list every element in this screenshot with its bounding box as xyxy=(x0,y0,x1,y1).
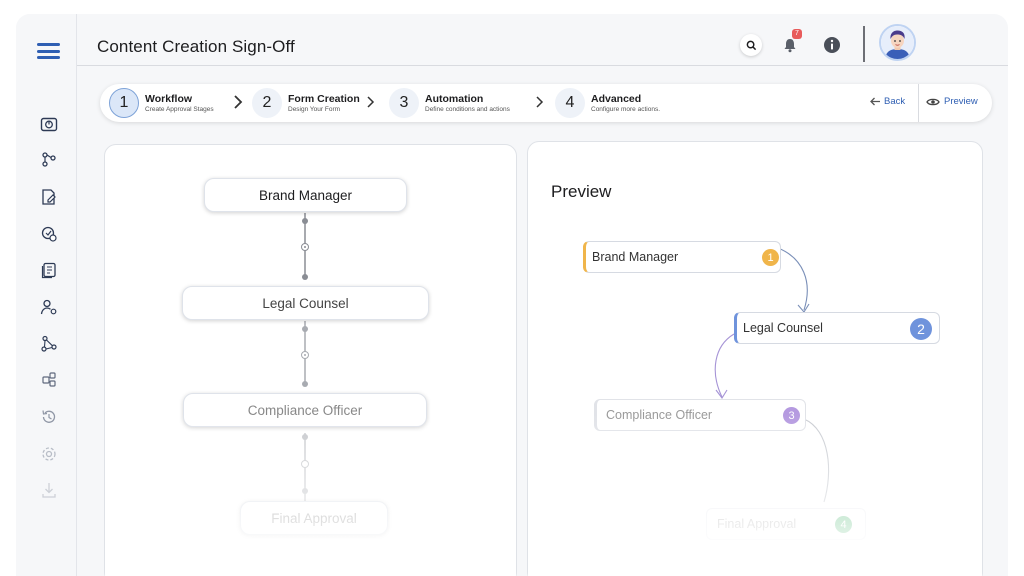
preview-node-label: Compliance Officer xyxy=(606,408,713,422)
network-icon[interactable] xyxy=(40,335,58,353)
preview-node-brand-manager[interactable]: Brand Manager 1 xyxy=(583,241,781,273)
documents-icon[interactable] xyxy=(40,261,58,279)
eye-icon xyxy=(926,98,940,105)
step-advanced[interactable]: 4 Advanced Configure more actions. xyxy=(555,88,660,118)
chevron-right-icon xyxy=(367,96,375,108)
preview-node-number: 3 xyxy=(783,407,800,424)
step-automation[interactable]: 3 Automation Define conditions and actio… xyxy=(389,88,510,118)
preview-node-final-approval[interactable]: Final Approval 4 xyxy=(706,508,866,540)
preview-node-label: Final Approval xyxy=(717,517,797,531)
step-subtitle: Create Approval Stages xyxy=(145,105,214,113)
builder-node-legal-counsel[interactable]: Legal Counsel xyxy=(182,286,429,320)
preview-node-number: 4 xyxy=(835,516,852,533)
search-icon xyxy=(746,40,756,50)
settings-icon[interactable] xyxy=(40,445,58,463)
top-header: Content Creation Sign-Off 7 xyxy=(77,14,1008,66)
info-icon xyxy=(824,37,840,53)
step-subtitle: Configure more actions. xyxy=(591,105,661,113)
preview-node-number: 2 xyxy=(910,318,932,340)
workflow-icon[interactable] xyxy=(40,151,58,169)
info-button[interactable] xyxy=(821,34,843,56)
preview-node-label: Brand Manager xyxy=(592,250,679,264)
builder-node-compliance-officer[interactable]: Compliance Officer xyxy=(183,393,427,427)
header-divider xyxy=(863,26,865,62)
preview-node-compliance-officer[interactable]: Compliance Officer 3 xyxy=(594,399,806,431)
step-number: 3 xyxy=(389,88,419,118)
download-icon[interactable] xyxy=(40,481,58,499)
back-label: Back xyxy=(884,96,906,107)
chevron-right-icon xyxy=(234,95,243,109)
builder-node-brand-manager[interactable]: Brand Manager xyxy=(204,178,407,212)
preview-node-number: 1 xyxy=(762,249,779,266)
step-title: Automation xyxy=(425,92,484,105)
automation-icon[interactable] xyxy=(40,225,58,243)
step-number: 1 xyxy=(109,88,139,118)
integrations-icon[interactable] xyxy=(40,371,58,389)
sidebar xyxy=(16,14,77,576)
form-edit-icon[interactable] xyxy=(40,188,58,206)
step-title: Workflow xyxy=(145,92,193,105)
page-title: Content Creation Sign-Off xyxy=(97,37,295,56)
wizard-stepper: 1 Workflow Create Approval Stages 2 Form… xyxy=(100,84,992,122)
step-title: Advanced xyxy=(591,92,642,105)
search-button[interactable] xyxy=(740,34,762,56)
dashboard-icon[interactable] xyxy=(40,116,58,134)
user-avatar[interactable] xyxy=(879,24,916,61)
notification-badge: 7 xyxy=(792,29,802,39)
app-window: Content Creation Sign-Off 7 xyxy=(16,14,1008,576)
arrow-left-icon xyxy=(870,97,880,106)
builder-node-final-approval[interactable]: Final Approval xyxy=(240,501,388,535)
preview-panel: Preview Brand Manager 1 Legal Counsel 2 … xyxy=(527,141,983,576)
step-workflow[interactable]: 1 Workflow Create Approval Stages xyxy=(109,88,214,118)
step-subtitle: Design Your Form xyxy=(288,105,341,113)
preview-title: Preview xyxy=(551,182,612,201)
workflow-builder-panel: Brand Manager Legal Counsel Compliance O… xyxy=(104,144,517,576)
chevron-right-icon xyxy=(536,96,544,108)
history-icon[interactable] xyxy=(40,408,58,426)
preview-button[interactable]: Preview xyxy=(926,96,978,107)
preview-label: Preview xyxy=(944,96,978,107)
step-subtitle: Define conditions and actions xyxy=(425,105,510,113)
step-form-creation[interactable]: 2 Form Creation Design Your Form xyxy=(252,88,360,118)
notifications-button[interactable]: 7 xyxy=(779,29,802,56)
stepper-divider xyxy=(918,84,919,122)
bell-icon xyxy=(784,39,796,53)
preview-node-legal-counsel[interactable]: Legal Counsel 2 xyxy=(734,312,940,344)
user-settings-icon[interactable] xyxy=(40,298,58,316)
back-button[interactable]: Back xyxy=(870,96,905,107)
step-title: Form Creation xyxy=(288,92,360,105)
preview-node-label: Legal Counsel xyxy=(743,321,823,335)
menu-icon[interactable] xyxy=(37,43,60,59)
step-number: 4 xyxy=(555,88,585,118)
step-number: 2 xyxy=(252,88,282,118)
